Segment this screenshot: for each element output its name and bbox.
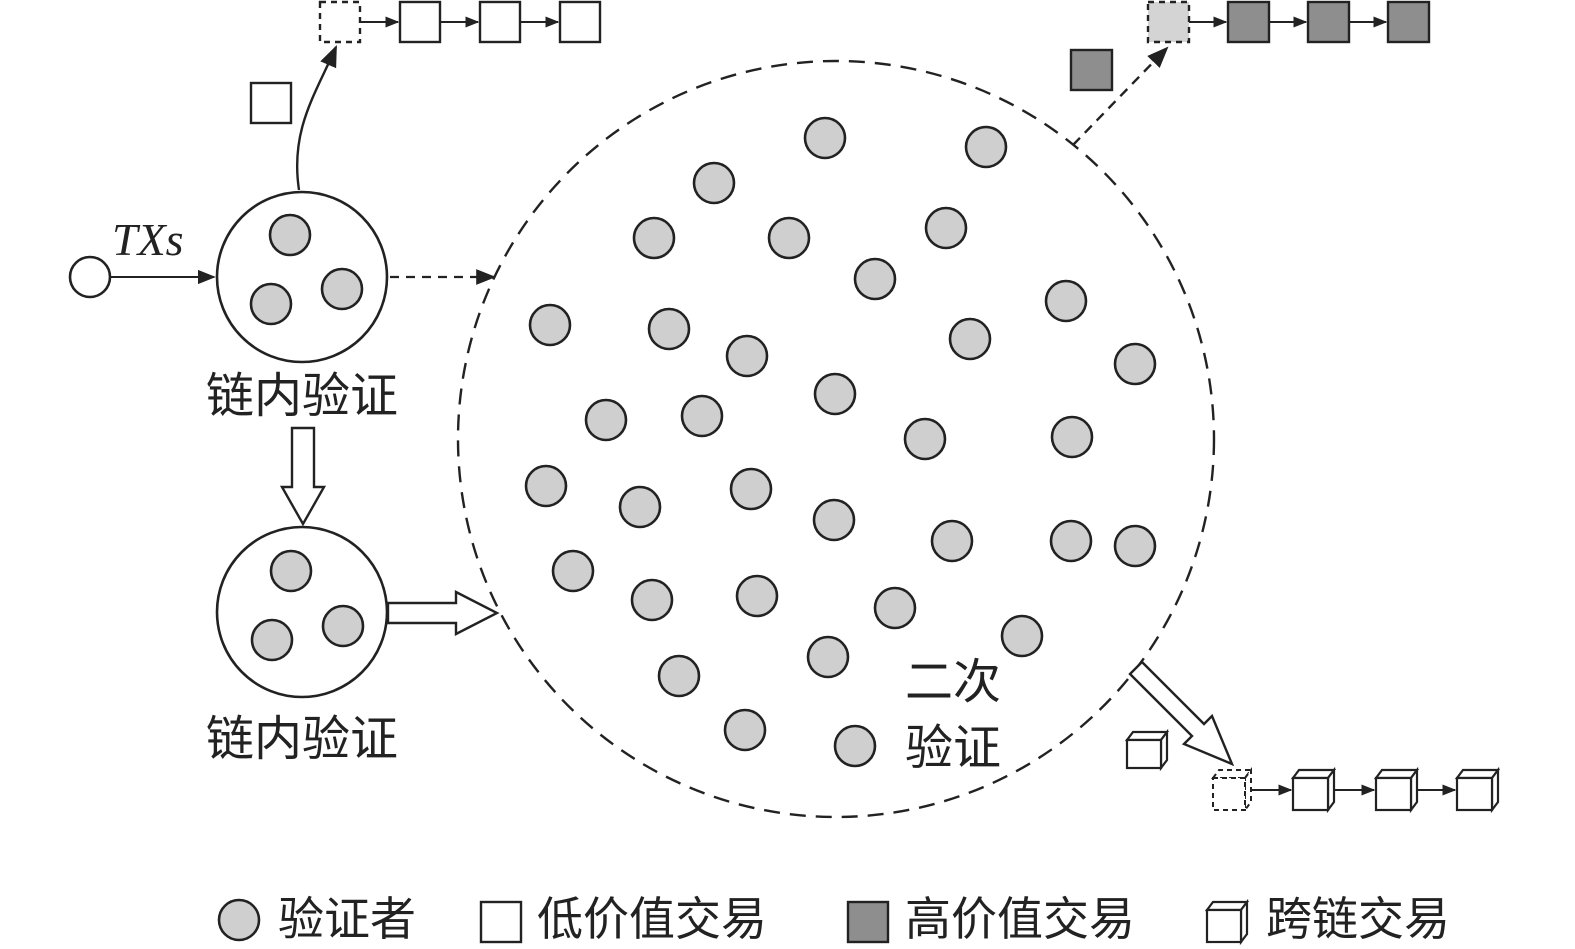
cross-chain-transaction-block (1124, 728, 1170, 772)
validator-node (320, 267, 364, 311)
validator-node (948, 317, 992, 361)
cross-chain (1211, 766, 1501, 814)
validator-node (1050, 415, 1094, 459)
block (1386, 0, 1431, 44)
validator-node (729, 467, 773, 511)
validator-node (924, 206, 968, 250)
validator-node (812, 498, 856, 542)
hollow-diagonal-arrow (1128, 660, 1235, 767)
in-chain-validation-group-top (215, 190, 389, 364)
validator-node (584, 398, 628, 442)
validator-node (551, 549, 595, 593)
validator-node (903, 417, 947, 461)
in-chain-validation-group-bottom (215, 525, 389, 699)
pending-block (1211, 767, 1253, 813)
validator-node (528, 303, 572, 347)
cross-chain-swatch-icon (1204, 898, 1250, 946)
legend-item-low-value: 低价值交易 (479, 892, 767, 946)
block (1454, 766, 1501, 814)
validator-node (803, 116, 847, 160)
validator-node (268, 213, 312, 257)
legend-item-validator: 验证者 (217, 892, 416, 946)
validator-node (723, 708, 767, 752)
legend-label: 跨链交易 (1266, 892, 1450, 946)
validator-node (806, 635, 850, 679)
high-value-swatch-icon (846, 900, 890, 944)
validator-node (524, 464, 568, 508)
legend-item-high-value: 高价值交易 (846, 892, 1135, 946)
validator-swatch-icon (217, 898, 261, 942)
low-value-chain (318, 0, 602, 44)
validator-node (853, 257, 897, 301)
secondary-validation-label-line2: 验证 (905, 720, 1001, 776)
validator-node (680, 394, 724, 438)
validator-node (1049, 519, 1093, 563)
legend-label: 验证者 (278, 892, 416, 946)
in-chain-validation-label-bottom: 链内验证 (206, 711, 398, 767)
low-value-commit-arrow (295, 45, 338, 191)
validator-node (1113, 524, 1157, 568)
validator-node (269, 549, 313, 593)
pending-block (318, 0, 362, 44)
high-value-commit-arrow (1072, 46, 1169, 146)
validator-node (873, 586, 917, 630)
low-value-transaction-block (249, 81, 293, 125)
validator-node (647, 307, 691, 351)
validator-node (930, 519, 974, 563)
validator-node (767, 216, 811, 260)
in-chain-validation-label-top: 链内验证 (206, 368, 398, 424)
validator-node (833, 724, 877, 768)
validator-node (735, 574, 779, 618)
validator-node (657, 654, 701, 698)
block (398, 0, 442, 44)
validator-node (1044, 279, 1088, 323)
validator-node (692, 161, 736, 205)
validator-node (250, 618, 294, 662)
legend-item-cross-chain: 跨链交易 (1204, 892, 1450, 946)
low-value-swatch-icon (479, 900, 523, 944)
validator-node (618, 485, 662, 529)
validator-node (964, 125, 1008, 169)
validator-node (321, 604, 365, 648)
secondary-validation-label-line1: 二次 (905, 654, 1001, 710)
block (478, 0, 522, 44)
block (1290, 766, 1337, 814)
legend-label: 高价值交易 (905, 892, 1135, 946)
high-value-transaction-block (1069, 48, 1114, 92)
group-boundary (215, 525, 389, 699)
txs-label: TXs (112, 214, 184, 265)
validator-node (632, 216, 676, 260)
hollow-right-arrow (386, 590, 500, 636)
pending-block (1146, 0, 1191, 44)
block (1306, 0, 1351, 44)
legend-label: 低价值交易 (537, 892, 767, 946)
secondary-validation-boundary (456, 59, 1216, 819)
validator-node (630, 578, 674, 622)
high-value-chain (1146, 0, 1431, 44)
block (1226, 0, 1271, 44)
transaction-source-node (68, 255, 112, 299)
secondary-validator-nodes (524, 116, 1157, 768)
hollow-down-arrow (279, 426, 327, 527)
block (558, 0, 602, 44)
validator-node (1113, 342, 1157, 386)
validator-node (1000, 614, 1044, 658)
block (1373, 766, 1420, 814)
validator-node (725, 334, 769, 378)
validator-node (249, 282, 293, 326)
legend: 验证者 低价值交易 高价值交易 跨链交易 (217, 892, 1450, 946)
validator-node (813, 372, 857, 416)
